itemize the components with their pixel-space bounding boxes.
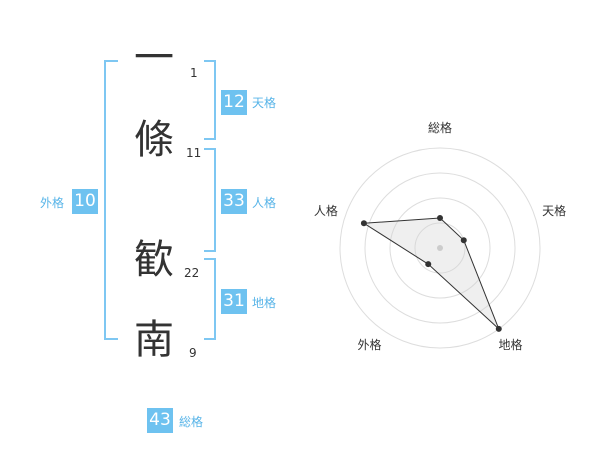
gaikaku-value: 10 (72, 189, 98, 214)
radar-ring-2 (389, 197, 491, 299)
radar-area (362, 217, 500, 330)
radar-point-外格 (425, 261, 432, 268)
radar-point-人格 (360, 220, 367, 227)
radar-axis-label: 地格 (499, 337, 523, 352)
radar-point-天格 (460, 237, 467, 244)
radar-point-地格 (495, 325, 502, 332)
jinkaku-value: 33 (221, 189, 247, 214)
name-char-4: 南 (134, 317, 174, 363)
name-char-1: 一 (134, 35, 174, 81)
tenkaku-label: 天格 (252, 96, 277, 110)
soukaku-label: 総格 (179, 415, 204, 429)
radar-center-dot (437, 245, 443, 251)
radar-axis-label: 天格 (542, 203, 566, 218)
stroke-count-2: 11 (186, 146, 202, 160)
name-char-3: 歓 (134, 237, 174, 283)
radar-axis-label: 人格 (314, 203, 338, 218)
chikaku-value: 31 (221, 289, 247, 314)
jinkaku-label: 人格 (252, 196, 277, 210)
name-char-2: 條 (134, 117, 174, 163)
radar-ring-1 (414, 222, 466, 274)
tenkaku-bracket (204, 60, 216, 140)
gaikaku-bracket (104, 60, 118, 340)
stroke-count-4: 9 (189, 346, 197, 360)
chikaku-label: 地格 (252, 296, 277, 310)
stroke-count-3: 22 (184, 266, 200, 280)
soukaku-value: 43 (147, 408, 173, 433)
radar-ring-4 (339, 147, 541, 349)
tenkaku-value: 12 (221, 90, 247, 115)
chikaku-bracket (204, 258, 216, 340)
radar-axis-label: 総格 (428, 120, 452, 135)
radar-point-総格 (437, 215, 443, 221)
gaikaku-label: 外格 (40, 196, 65, 210)
jinkaku-bracket (204, 148, 216, 252)
radar-axis-label: 外格 (357, 337, 381, 352)
radar-ring-3 (364, 172, 516, 324)
stroke-count-1: 1 (190, 66, 198, 80)
